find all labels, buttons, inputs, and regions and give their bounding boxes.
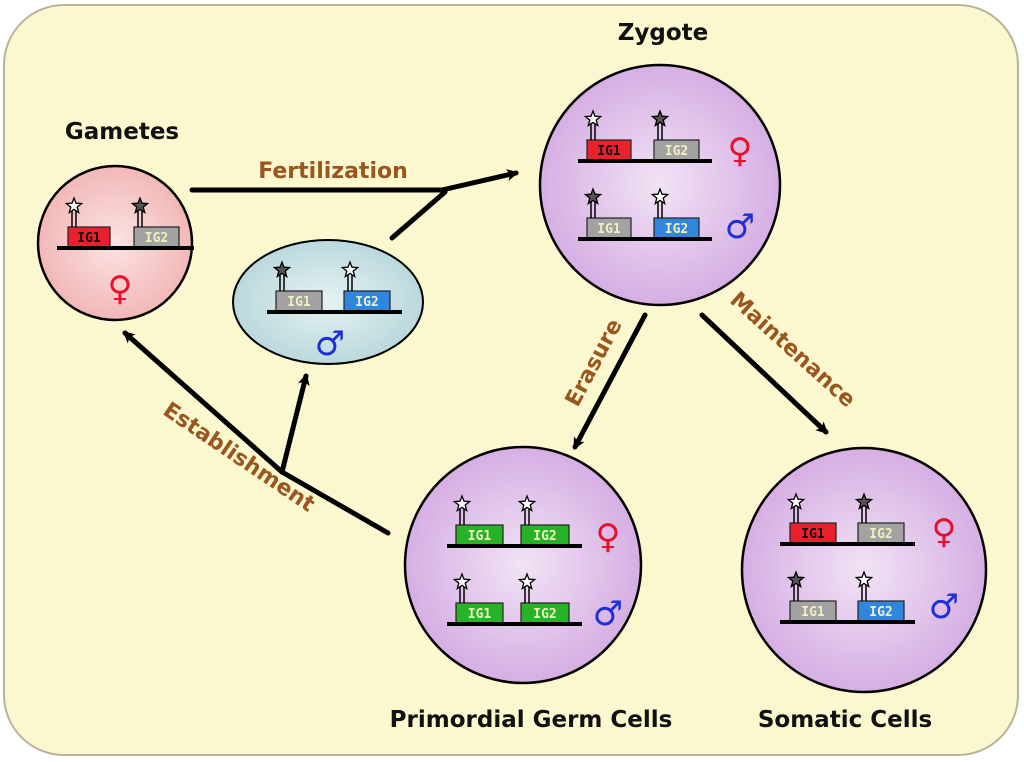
egg-genes-ig1-label: IG1 (77, 231, 101, 246)
zygote-male-genes-ig1: IG1 (586, 217, 632, 239)
sperm-join-line (389, 189, 448, 241)
gametes-label: Gametes (65, 119, 179, 145)
establishment-trunk (279, 469, 391, 536)
egg-genes-ig1-mark (64, 196, 84, 227)
pgc-male-genes-ig1-label: IG1 (468, 607, 492, 622)
sperm-genes-ig1: IG1 (275, 290, 323, 312)
egg-genes: IG1 IG2 (57, 196, 194, 250)
egg-genes-ig2: IG2 (133, 226, 180, 248)
arrows (122, 169, 829, 536)
pgc-male-genes-ig1-mark (452, 572, 472, 603)
zygote-label: Zygote (618, 20, 709, 46)
pgc-male-genes: IG1 IG2 (447, 572, 582, 626)
fertilization-arrow-head-line (439, 169, 519, 193)
pgc-male-genes-ig2: IG2 (520, 602, 570, 624)
egg-female-symbol: ♀ (108, 269, 133, 309)
egg-genes-ig2-mark (130, 196, 150, 227)
erasure-arrow (572, 312, 648, 450)
pgc-female-genes-ig1-label: IG1 (468, 529, 492, 544)
zygote-male-genes-ig2-mark (650, 187, 670, 218)
pgc-female-genes-ig1-mark (452, 494, 472, 525)
zygote-female-genes-ig2: IG2 (653, 139, 700, 161)
pgc-male-symbol: ♂ (593, 594, 623, 634)
zygote-female-genes-ig1-mark (583, 109, 603, 140)
maintenance-arrow (699, 312, 829, 435)
zygote-male-genes-ig2-label: IG2 (665, 222, 688, 237)
somatic-female-genes-ig1: IG1 (789, 522, 837, 544)
zygote-female-genes: IG1 IG2 (578, 109, 712, 163)
somatic-female-symbol: ♀ (932, 512, 957, 552)
zygote-male-genes-ig2: IG2 (653, 217, 700, 239)
sperm-genes-ig1-mark (272, 260, 292, 291)
somatic-cell (740, 446, 988, 694)
pgc-label: Primordial Germ Cells (390, 707, 673, 733)
zygote-male-genes-ig1-label: IG1 (597, 222, 621, 237)
somatic-female-genes-ig2-label: IG2 (869, 527, 892, 542)
sperm-genes-ig2: IG2 (343, 290, 391, 312)
zygote-female-genes-ig1: IG1 (586, 139, 632, 161)
zygote-cell (538, 63, 782, 307)
pgc-female-genes-ig2: IG2 (520, 524, 570, 546)
zygote-male-symbol: ♂ (725, 207, 755, 247)
egg-genes-ig2-label: IG2 (145, 231, 168, 246)
pgc-male-genes-ig1: IG1 (455, 602, 504, 624)
somatic-label: Somatic Cells (758, 707, 932, 733)
somatic-male-genes-ig2: IG2 (857, 600, 905, 622)
somatic-male-genes-ig1-mark (786, 570, 806, 601)
somatic-male-symbol: ♂ (929, 587, 959, 627)
zygote-female-genes-ig2-label: IG2 (665, 144, 688, 159)
somatic-male-genes-ig2-mark (854, 570, 874, 601)
egg-genes-ig1: IG1 (67, 226, 111, 248)
somatic-female-genes-ig1-label: IG1 (801, 527, 825, 542)
zygote-male-genes: IG1 IG2 (578, 187, 712, 241)
sperm-genes-ig2-label: IG2 (355, 295, 378, 310)
somatic-male-genes-ig1-label: IG1 (801, 605, 825, 620)
sperm-genes-ig2-mark (340, 260, 360, 291)
sperm-male-symbol: ♂ (315, 324, 345, 364)
fertilization-label: Fertilization (258, 159, 408, 184)
pgc-female-genes-ig1: IG1 (455, 524, 504, 546)
pgc-male-genes-ig2-label: IG2 (533, 607, 556, 622)
somatic-female-genes-ig1-mark (786, 492, 806, 523)
zygote-female-genes-ig1-label: IG1 (597, 144, 621, 159)
somatic-male-genes: IG1 IG2 (780, 570, 915, 624)
somatic-female-genes-ig2-mark (854, 492, 874, 523)
pgc-female-genes: IG1 IG2 (447, 494, 582, 548)
pgc-male-genes-ig2-mark (517, 572, 537, 603)
somatic-female-genes: IG1 IG2 (780, 492, 915, 546)
zygote-female-genes-ig2-mark (650, 109, 670, 140)
somatic-female-genes-ig2: IG2 (857, 522, 905, 544)
sperm-genes: IG1 IG2 (267, 260, 402, 314)
pgc-cell (403, 445, 643, 685)
sperm-genes-ig1-label: IG1 (287, 295, 311, 310)
zygote-male-genes-ig1-mark (583, 187, 603, 218)
pgc-female-genes-ig2-label: IG2 (533, 529, 556, 544)
establishment-to-egg-arrow (122, 330, 285, 475)
somatic-male-genes-ig2-label: IG2 (869, 605, 892, 620)
pgc-female-genes-ig2-mark (517, 494, 537, 525)
establishment-to-sperm-arrow (279, 373, 310, 475)
zygote-female-symbol: ♀ (728, 131, 753, 171)
somatic-male-genes-ig1: IG1 (789, 600, 837, 622)
pgc-female-symbol: ♀ (596, 517, 621, 557)
